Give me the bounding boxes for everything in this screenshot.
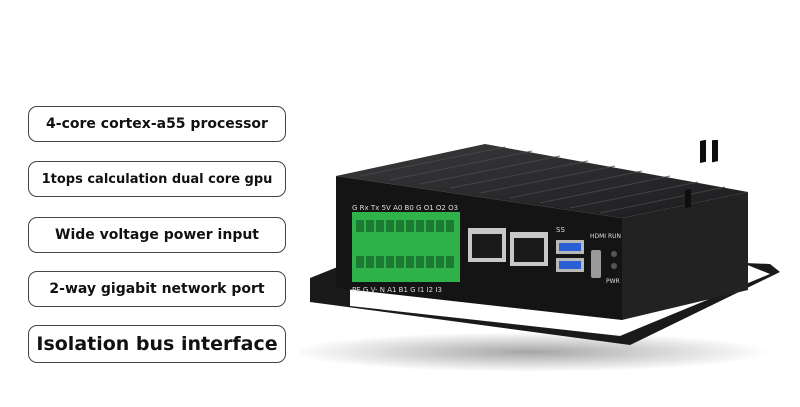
mounting-flange (310, 262, 780, 345)
ethernet-port-1 (468, 228, 506, 262)
feature-label-network: 2-way gigabit network port (28, 271, 286, 307)
usb-port-2 (556, 258, 584, 272)
ethernet-port-2 (510, 232, 548, 266)
hdmi-port (591, 250, 601, 278)
feature-label-power: Wide voltage power input (28, 217, 286, 253)
pwr-led (611, 263, 617, 269)
usb-port-1 (556, 240, 584, 254)
run-led (611, 251, 617, 257)
terminal-top-labels: G Rx Tx 5V A0 B0 G O1 O2 O3 (352, 204, 458, 212)
product-image: G Rx Tx 5V A0 B0 G O1 O2 O3 PE G V- N A1… (300, 140, 780, 372)
terminal-bottom-labels: PE G V- N A1 B1 G I1 I2 I3 (352, 286, 442, 294)
hdmi-label: HDMI (590, 233, 606, 240)
usb-label: SS (556, 226, 565, 234)
shadow (300, 332, 770, 372)
right-side (622, 192, 748, 320)
feature-label-gpu: 1tops calculation dual core gpu (28, 161, 286, 197)
feature-label-bus: Isolation bus interface (28, 325, 286, 363)
pwr-label: PWR (606, 278, 620, 285)
feature-label-processor: 4-core cortex-a55 processor (28, 106, 286, 142)
run-label: RUN (608, 233, 621, 240)
